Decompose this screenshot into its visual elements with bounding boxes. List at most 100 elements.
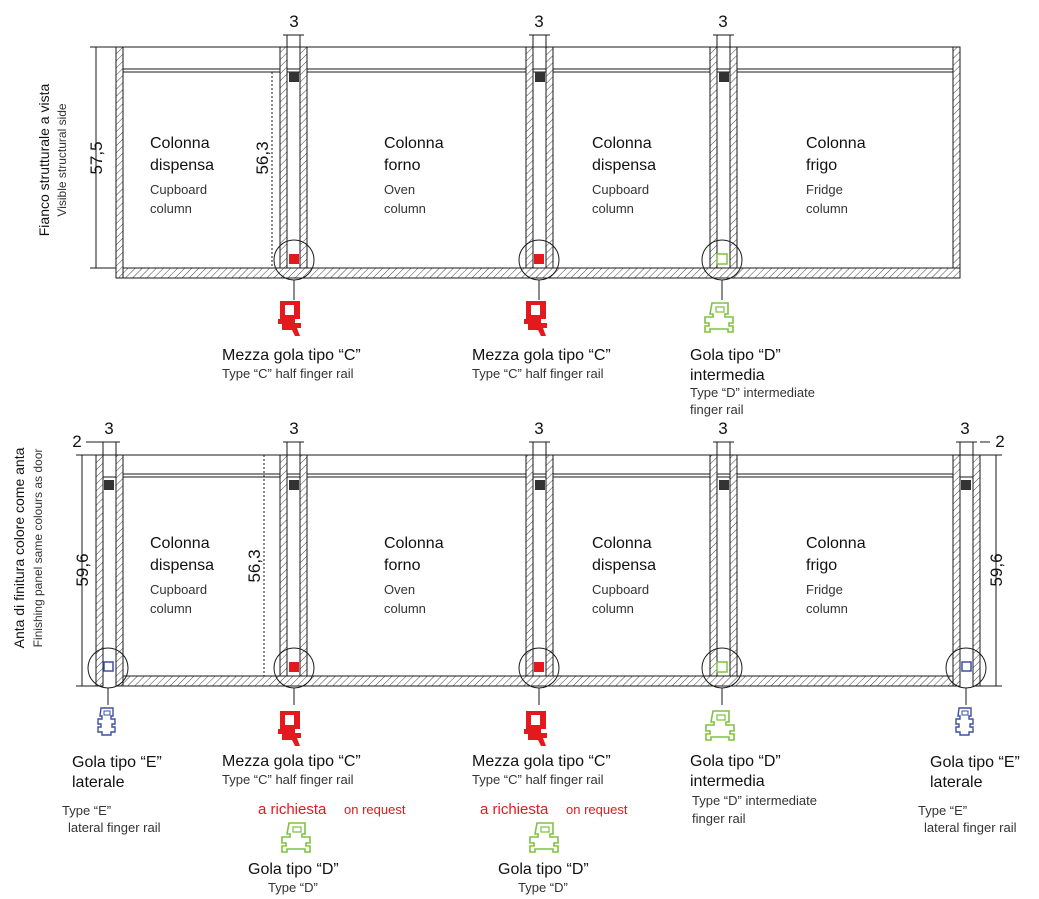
svg-text:column: column [150,601,192,616]
bottom-column-2: Colonna forno Oven column [384,535,444,616]
bottom-height-dim-left: 59,6 [73,553,92,586]
svg-text:intermedia: intermedia [690,367,765,384]
bottom-gap-dim-2: 3 [289,419,298,438]
svg-text:Mezza gola tipo “C”: Mezza gola tipo “C” [222,753,361,770]
svg-text:Type “D”: Type “D” [268,880,318,895]
svg-text:Gola tipo “D”: Gola tipo “D” [690,753,781,770]
svg-text:Gola tipo “D”: Gola tipo “D” [248,861,339,878]
svg-text:laterale: laterale [72,774,125,791]
bottom-edge-dim-right: 2 [995,432,1004,451]
svg-text:Colonna: Colonna [806,135,866,152]
svg-text:Type “E”: Type “E” [918,803,967,818]
svg-text:Gola tipo “E”: Gola tipo “E” [930,754,1020,771]
top-column-2: Colonna forno Oven column [384,135,444,216]
svg-text:finger rail: finger rail [692,811,746,826]
rail-d-profile-icon [704,302,734,333]
svg-text:Mezza gola tipo “C”: Mezza gola tipo “C” [222,347,361,364]
rail-caption-c1: Mezza gola tipo “C” Type “C” half finger… [222,753,406,895]
svg-text:Fridge: Fridge [806,182,843,197]
top-plan: 3 3 3 57,5 56,3 Fianco strutturale a vis… [36,12,961,417]
svg-text:Colonna: Colonna [384,535,444,552]
top-inner-dim: 56,3 [253,141,272,174]
bottom-gap-dim-1: 3 [104,419,113,438]
svg-text:column: column [806,201,848,216]
top-gap-dim-1: 3 [289,12,298,31]
bottom-gap-dim-4: 3 [718,419,727,438]
svg-text:finger rail: finger rail [690,402,744,417]
top-column-1: Colonna dispensa Cupboard column [150,135,214,216]
svg-text:Type “E”: Type “E” [62,803,111,818]
bottom-inner-dim: 56,3 [245,549,264,582]
svg-text:Gola tipo “E”: Gola tipo “E” [72,754,162,771]
bottom-column-4: Colonna frigo Fridge column [806,535,866,616]
svg-text:laterale: laterale [930,774,983,791]
svg-text:Gola tipo “D”: Gola tipo “D” [690,347,781,364]
svg-text:Mezza gola tipo “C”: Mezza gola tipo “C” [472,753,611,770]
svg-text:Colonna: Colonna [150,535,210,552]
svg-text:Type “C” half finger rail: Type “C” half finger rail [472,366,604,381]
rail-e-profile-icon [97,707,116,736]
rail-caption-d: Gola tipo “D” intermedia Type “D” interm… [690,753,817,826]
top-rail-caption-3: Gola tipo “D” intermedia Type “D” interm… [690,347,815,417]
svg-text:Type “C” half finger rail: Type “C” half finger rail [222,366,354,381]
svg-text:a richiesta: a richiesta [480,801,549,818]
svg-text:a richiesta: a richiesta [258,801,327,818]
top-column-4: Colonna frigo Fridge column [806,135,866,216]
svg-text:column: column [384,601,426,616]
svg-text:lateral finger rail: lateral finger rail [924,820,1017,835]
svg-text:Type “D”: Type “D” [518,880,568,895]
svg-text:lateral finger rail: lateral finger rail [68,820,161,835]
rail-caption-e-right: Gola tipo “E” laterale Type “E” lateral … [918,754,1020,835]
top-dimensions [90,34,734,269]
svg-text:Cupboard: Cupboard [150,182,207,197]
svg-text:column: column [150,201,192,216]
svg-text:Cupboard: Cupboard [592,582,649,597]
rail-d-alt-profile-icon [529,822,559,853]
rail-c-profile-icon [524,301,547,336]
rail-d-profile-icon [705,710,735,741]
svg-text:frigo: frigo [806,157,837,174]
svg-text:Colonna: Colonna [592,535,652,552]
svg-text:Mezza gola tipo “C”: Mezza gola tipo “C” [472,347,611,364]
svg-text:dispensa: dispensa [592,557,656,574]
svg-text:column: column [806,601,848,616]
bottom-gap-dim-5: 3 [960,419,969,438]
svg-text:dispensa: dispensa [592,157,656,174]
rail-c-profile-icon [524,711,547,746]
bottom-column-1: Colonna dispensa Cupboard column [150,535,214,616]
top-rail-caption-1: Mezza gola tipo “C” Type “C” half finger… [222,347,361,381]
svg-text:Oven: Oven [384,182,415,197]
top-height-dim: 57,5 [87,141,106,174]
bottom-side-label-en: Finishing panel same colours as door [31,449,45,648]
rail-d-alt-profile-icon [281,822,311,853]
svg-text:Gola tipo “D”: Gola tipo “D” [498,861,589,878]
bottom-edge-dim-left: 2 [72,432,81,451]
svg-text:Colonna: Colonna [150,135,210,152]
svg-text:Oven: Oven [384,582,415,597]
svg-text:on request: on request [566,802,628,817]
top-column-3: Colonna dispensa Cupboard column [592,135,656,216]
svg-text:forno: forno [384,157,421,174]
rail-caption-c2: Mezza gola tipo “C” Type “C” half finger… [472,753,628,895]
svg-text:Type “C” half finger rail: Type “C” half finger rail [472,772,604,787]
svg-text:column: column [592,201,634,216]
top-rail-caption-2: Mezza gola tipo “C” Type “C” half finger… [472,347,611,381]
svg-text:Colonna: Colonna [806,535,866,552]
svg-text:Cupboard: Cupboard [592,182,649,197]
svg-text:column: column [384,201,426,216]
rail-e-profile-icon [955,707,974,736]
top-carcass [115,46,961,279]
svg-text:column: column [592,601,634,616]
bottom-plan: 3 3 3 3 3 2 2 59,6 59,6 56,3 Anta di fin… [11,419,1020,895]
svg-text:dispensa: dispensa [150,557,214,574]
svg-text:Colonna: Colonna [384,135,444,152]
svg-text:Type “D” intermediate: Type “D” intermediate [692,793,817,808]
svg-text:intermedia: intermedia [690,773,765,790]
top-side-label: Fianco strutturale a vista [36,84,52,237]
bottom-gap-dim-3: 3 [534,419,543,438]
svg-text:frigo: frigo [806,557,837,574]
bottom-carcass [95,454,981,687]
svg-text:Colonna: Colonna [592,135,652,152]
svg-text:Fridge: Fridge [806,582,843,597]
